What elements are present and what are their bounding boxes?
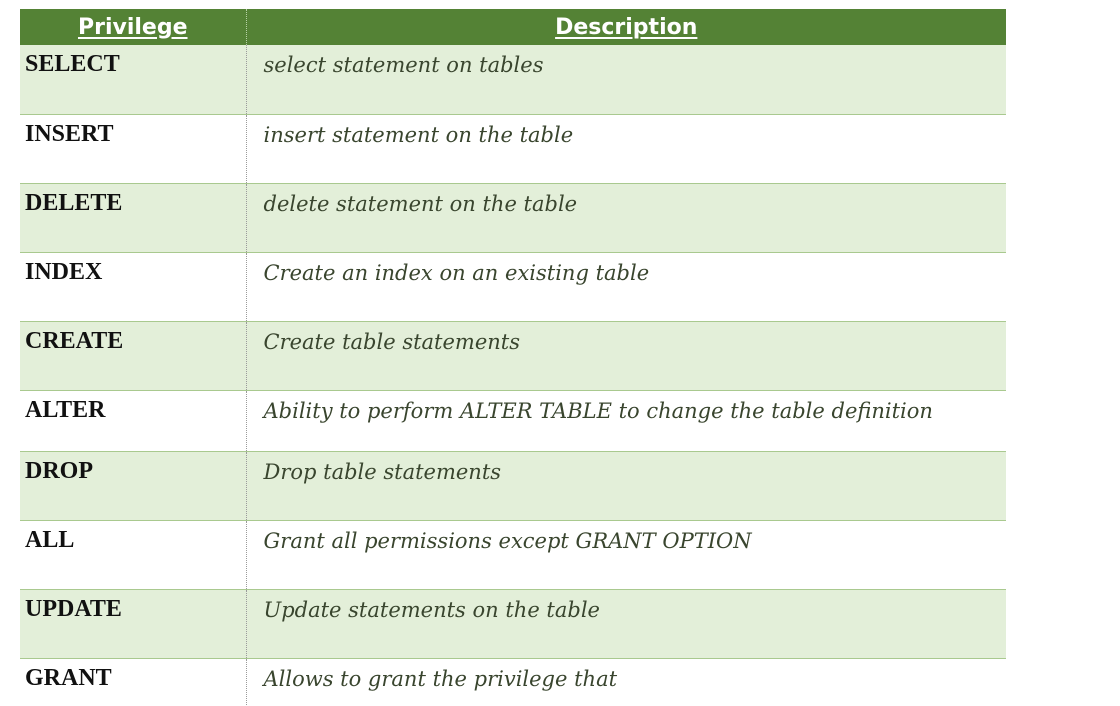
table-header: Privilege Description [20,9,1006,45]
description-cell: Update statements on the table [246,589,1006,659]
table-row: CREATE Create table statements [20,321,1006,391]
privilege-cell: ALL [20,520,247,590]
privilege-cell: CREATE [20,321,247,391]
header-privilege: Privilege [20,9,247,45]
table-row: ALL Grant all permissions except GRANT O… [20,520,1006,590]
table-row: GRANT Allows to grant the privilege that [20,658,1006,706]
privilege-cell: UPDATE [20,589,247,659]
description-cell: select statement on tables [246,45,1006,115]
privilege-cell: DROP [20,451,247,521]
description-cell: Allows to grant the privilege that [246,658,1006,706]
table-row: INSERT insert statement on the table [20,114,1006,184]
table-row: UPDATE Update statements on the table [20,589,1006,659]
privilege-cell: GRANT [20,658,247,706]
privilege-cell: INSERT [20,114,247,184]
table-body: SELECT select statement on tables INSERT… [20,45,1006,706]
description-cell: Create an index on an existing table [246,252,1006,322]
description-cell: Drop table statements [246,451,1006,521]
table-row: SELECT select statement on tables [20,45,1006,115]
privilege-cell: DELETE [20,183,247,253]
description-cell: Create table statements [246,321,1006,391]
privileges-table: Privilege Description SELECT select stat… [20,9,1006,706]
table-row: DELETE delete statement on the table [20,183,1006,253]
table-row: INDEX Create an index on an existing tab… [20,252,1006,322]
description-cell: Grant all permissions except GRANT OPTIO… [246,520,1006,590]
privilege-cell: INDEX [20,252,247,322]
description-cell: delete statement on the table [246,183,1006,253]
table-row: DROP Drop table statements [20,451,1006,521]
description-cell: Ability to perform ALTER TABLE to change… [246,390,1006,452]
description-cell: insert statement on the table [246,114,1006,184]
header-row: Privilege Description [20,9,1006,45]
privilege-cell: ALTER [20,390,247,452]
table-row: ALTER Ability to perform ALTER TABLE to … [20,390,1006,452]
header-description: Description [246,9,1006,45]
privilege-cell: SELECT [20,45,247,115]
